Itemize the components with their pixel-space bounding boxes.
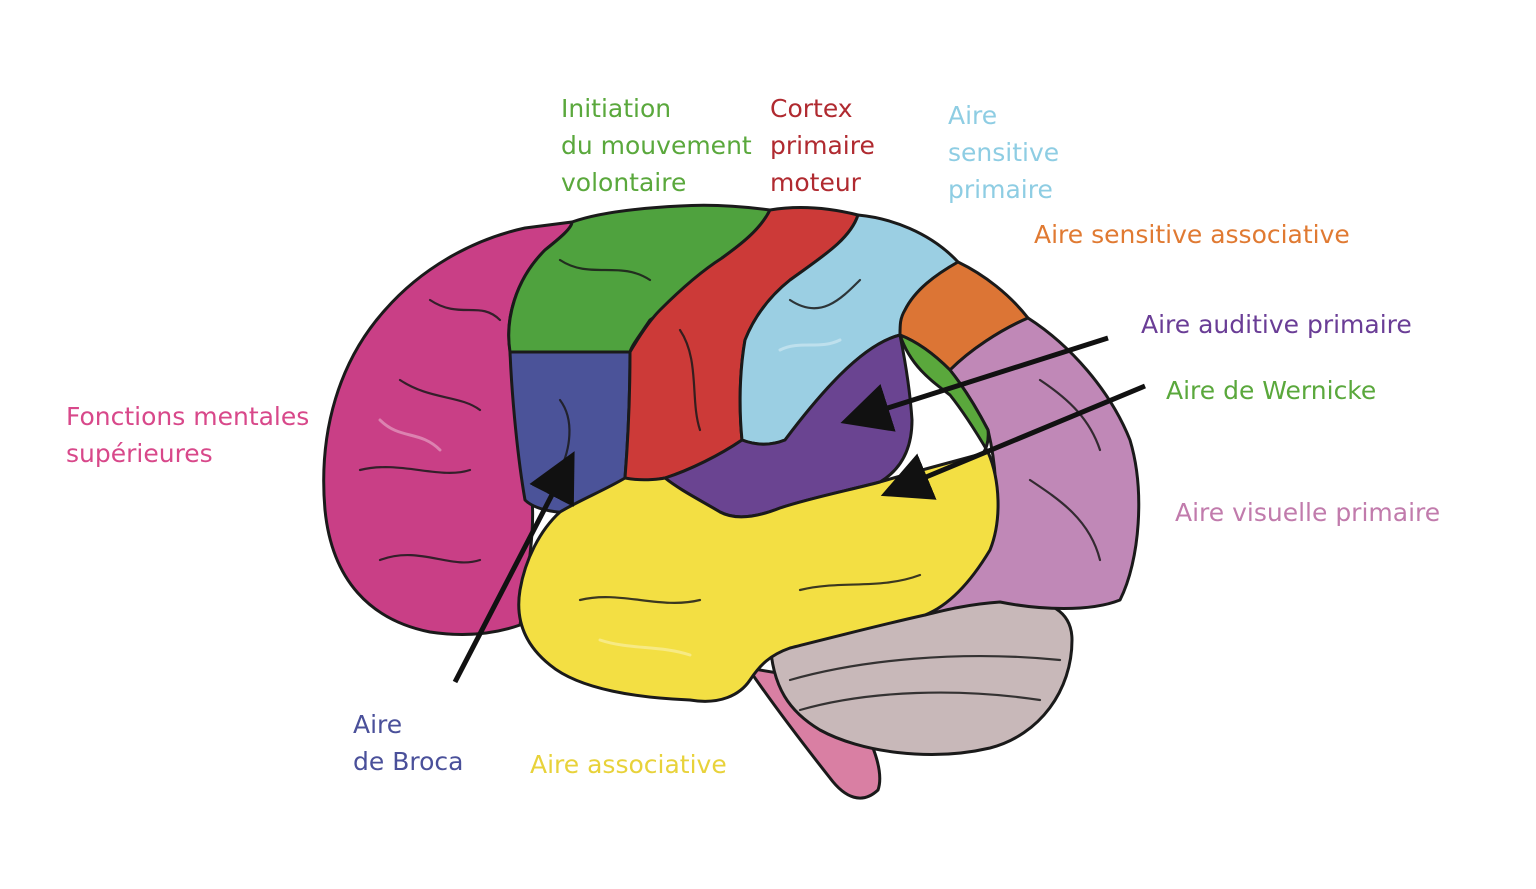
label-sensitive-associative: Aire sensitive associative <box>1034 216 1350 253</box>
label-fonctions-mentales: Fonctions mentales supérieures <box>66 398 309 472</box>
label-line: Aire de Wernicke <box>1166 376 1377 405</box>
label-line: Aire <box>353 710 403 739</box>
cerebellum-fold <box>788 655 1062 682</box>
label-line: Aire <box>948 101 998 130</box>
sulcus <box>578 596 702 604</box>
sulcus <box>678 328 702 432</box>
label-initiation: Initiation du mouvement volontaire <box>561 90 752 201</box>
label-line: Fonctions mentales <box>66 402 310 431</box>
cerebellum-fold <box>798 691 1042 712</box>
brain-illustration <box>322 203 1141 800</box>
label-sensitive-primaire: Aire sensitive primaire <box>948 97 1059 208</box>
sulcus <box>428 298 502 322</box>
label-broca: Aire de Broca <box>353 706 463 780</box>
label-line: Aire visuelle primaire <box>1175 498 1441 527</box>
sulcus <box>378 554 482 564</box>
label-line: de Broca <box>353 747 464 776</box>
sulcus <box>398 378 482 412</box>
wernicke-arrow <box>880 383 1146 500</box>
sulcus <box>1038 378 1102 452</box>
pointer-arrows <box>452 335 1146 684</box>
label-line: Aire auditive primaire <box>1141 310 1412 339</box>
sulcus <box>558 258 652 282</box>
label-line: supérieures <box>66 439 213 468</box>
highlight <box>778 338 842 352</box>
label-line: du mouvement <box>561 131 752 160</box>
label-line: volontaire <box>561 168 687 197</box>
label-line: Aire associative <box>530 750 727 779</box>
broca-arrow <box>452 451 575 684</box>
label-line: Cortex <box>770 94 853 123</box>
associative-region <box>517 450 1000 703</box>
label-cortex-moteur: Cortex primaire moteur <box>770 90 875 201</box>
sulcus <box>788 278 862 310</box>
label-line: primaire <box>948 175 1053 204</box>
sulcus <box>358 466 472 474</box>
sulcus <box>798 573 922 592</box>
highlight <box>378 418 442 452</box>
label-line: Aire sensitive associative <box>1034 220 1350 249</box>
label-line: moteur <box>770 168 861 197</box>
label-line: primaire <box>770 131 875 160</box>
label-line: Initiation <box>561 94 672 123</box>
highlight <box>598 638 692 657</box>
label-wernicke: Aire de Wernicke <box>1166 372 1376 409</box>
sulcus <box>1028 478 1102 562</box>
label-visuelle: Aire visuelle primaire <box>1175 494 1440 531</box>
label-line: sensitive <box>948 138 1060 167</box>
label-auditive: Aire auditive primaire <box>1141 306 1412 343</box>
auditive-arrow <box>840 335 1109 432</box>
label-associative: Aire associative <box>530 746 727 783</box>
